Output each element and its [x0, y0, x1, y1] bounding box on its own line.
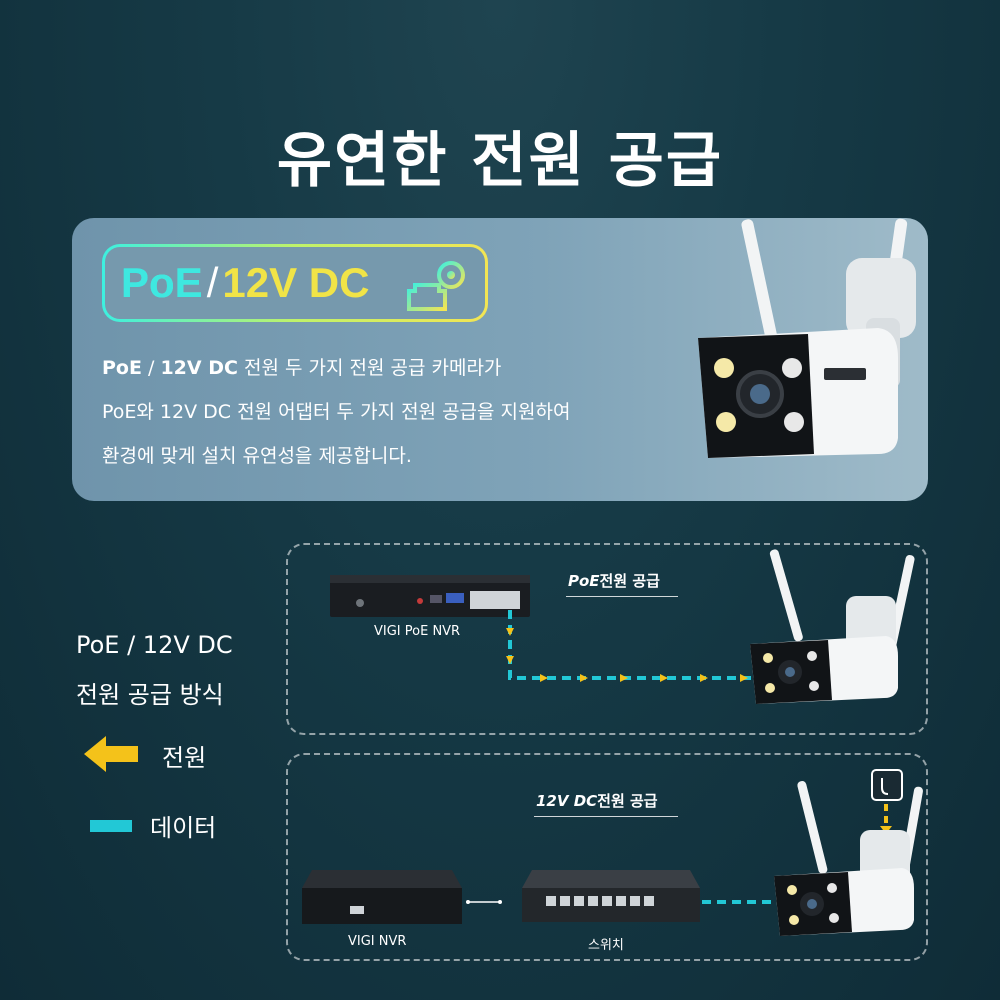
desc-line1-rest: 전원 두 가지 전원 공급 카메라가 [237, 357, 502, 379]
switch-image [522, 870, 700, 922]
dc-caption-prefix: 12V DC [536, 792, 598, 810]
desc-dc: 12V DC [160, 357, 238, 379]
legend-power-label: 전원 [162, 744, 207, 772]
dc-caption: 12V DC전원 공급 [536, 790, 658, 811]
legend-data-label: 데이터 [150, 814, 217, 842]
poe-caption-suffix: 전원 공급 [599, 572, 660, 590]
nvr-label: VIGI NVR [348, 934, 407, 949]
desc-line3: 환경에 맞게 설치 유연성을 제공합니다. [102, 445, 412, 467]
poe-caption: PoE전원 공급 [568, 570, 660, 591]
poe-nvr-image [330, 575, 530, 617]
power-arrow-icon [84, 736, 138, 772]
desc-poe: PoE [102, 357, 142, 379]
dc-caption-suffix: 전원 공급 [597, 792, 658, 810]
desc-line2: PoE와 12V DC 전원 어댑터 두 가지 전원 공급을 지원하여 [102, 401, 571, 423]
dc-diagram-box [286, 753, 928, 961]
description: PoE / 12V DC 전원 두 가지 전원 공급 카메라가 PoE와 12V… [102, 346, 662, 478]
ethernet-port-icon [407, 261, 465, 311]
switch-label: 스위치 [588, 938, 624, 953]
badge-poe: PoE [121, 259, 203, 306]
dc-camera-image [774, 781, 923, 936]
poe-nvr-label: VIGI PoE NVR [374, 624, 461, 639]
badge-slash: / [206, 259, 219, 306]
desc-slash: / [141, 357, 161, 379]
bullet-camera-image [698, 218, 916, 458]
page-title: 유연한 전원 공급 [276, 126, 724, 196]
legend-title-line2: 전원 공급 방식 [76, 681, 224, 709]
badge-dc: 12V DC [222, 259, 370, 306]
hero-panel: PoE/12V DC PoE / 12V DC 전원 두 가지 전원 공급 카메… [72, 218, 928, 501]
badge-text: PoE/12V DC [121, 259, 369, 307]
poe-diagram-box [286, 543, 928, 735]
data-line-swatch [90, 820, 132, 832]
dc-caption-underline [534, 816, 678, 817]
poe-dc-badge: PoE/12V DC [102, 244, 488, 322]
poe-caption-underline [566, 596, 678, 597]
poe-camera-image [750, 549, 915, 704]
legend-title: PoE / 12V DC 전원 공급 방식 [76, 620, 233, 720]
poe-caption-prefix: PoE [568, 572, 600, 590]
power-outlet-icon [871, 769, 903, 801]
legend-title-line1: PoE / 12V DC [76, 631, 233, 659]
nvr-image [302, 870, 462, 924]
